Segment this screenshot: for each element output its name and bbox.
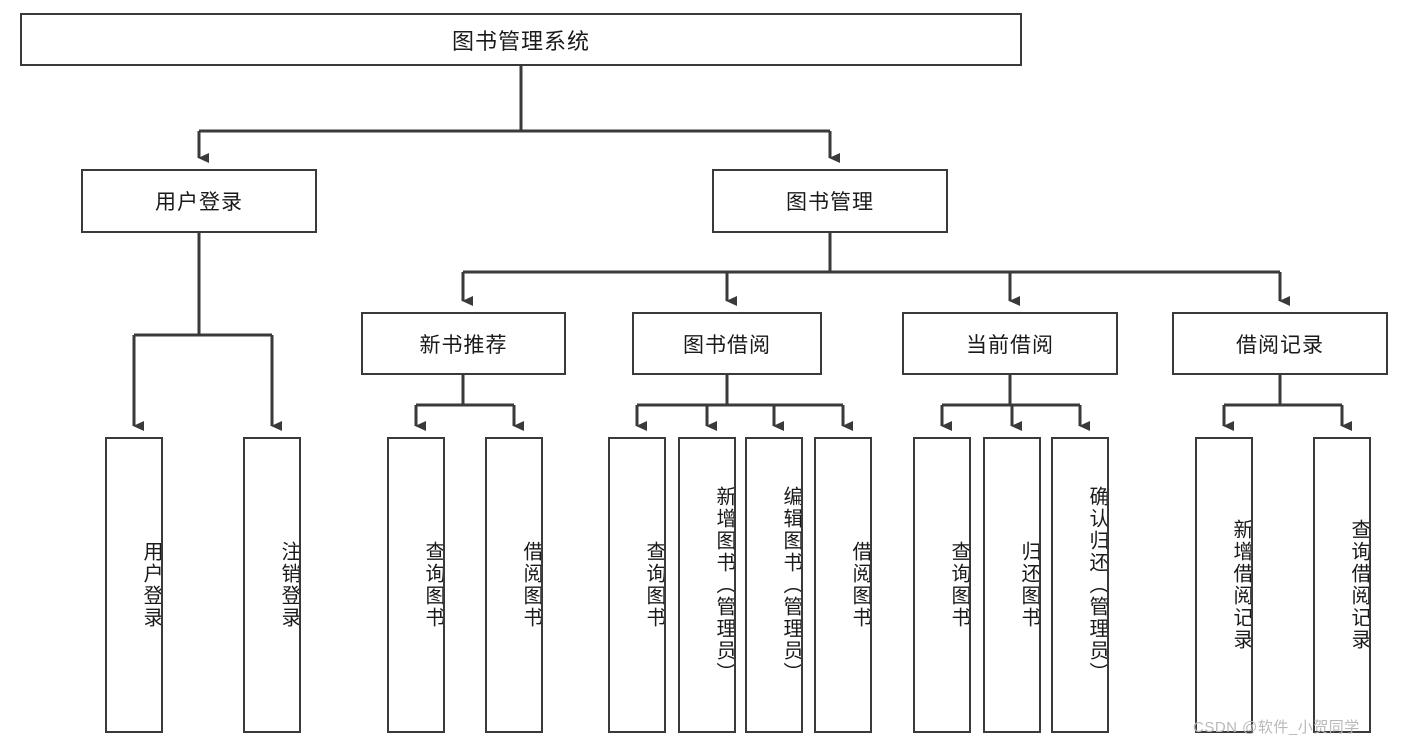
node-current-borrow[interactable]: 当前借阅	[902, 312, 1118, 375]
leaf-borrow-book[interactable]: 借阅图书	[814, 437, 872, 733]
leaf-logout[interactable]: 注销登录	[243, 437, 301, 733]
leaf-add-borrow-record[interactable]: 新增借阅记录	[1195, 437, 1253, 733]
leaf-query-borrow-record[interactable]: 查询借阅记录	[1313, 437, 1371, 733]
node-book-management[interactable]: 图书管理	[712, 169, 948, 233]
node-book-borrow[interactable]: 图书借阅	[632, 312, 822, 375]
node-new-book-recommend[interactable]: 新书推荐	[361, 312, 566, 375]
node-borrow-record[interactable]: 借阅记录	[1172, 312, 1388, 375]
leaf-query-book-borrow[interactable]: 查询图书	[608, 437, 666, 733]
leaf-user-login[interactable]: 用户登录	[105, 437, 163, 733]
node-user-login[interactable]: 用户登录	[81, 169, 317, 233]
leaf-confirm-return-admin[interactable]: 确认归还（管理员）	[1051, 437, 1109, 733]
leaf-edit-book-admin[interactable]: 编辑图书（管理员）	[745, 437, 803, 733]
leaf-borrow-book-recommend[interactable]: 借阅图书	[485, 437, 543, 733]
leaf-query-book-recommend[interactable]: 查询图书	[387, 437, 445, 733]
leaf-query-book-current[interactable]: 查询图书	[913, 437, 971, 733]
leaf-add-book-admin[interactable]: 新增图书（管理员）	[678, 437, 736, 733]
csdn-watermark: CSDN @软件_小贺同学	[1193, 719, 1360, 736]
node-root-book-management-system[interactable]: 图书管理系统	[20, 13, 1022, 66]
leaf-return-book[interactable]: 归还图书	[983, 437, 1041, 733]
